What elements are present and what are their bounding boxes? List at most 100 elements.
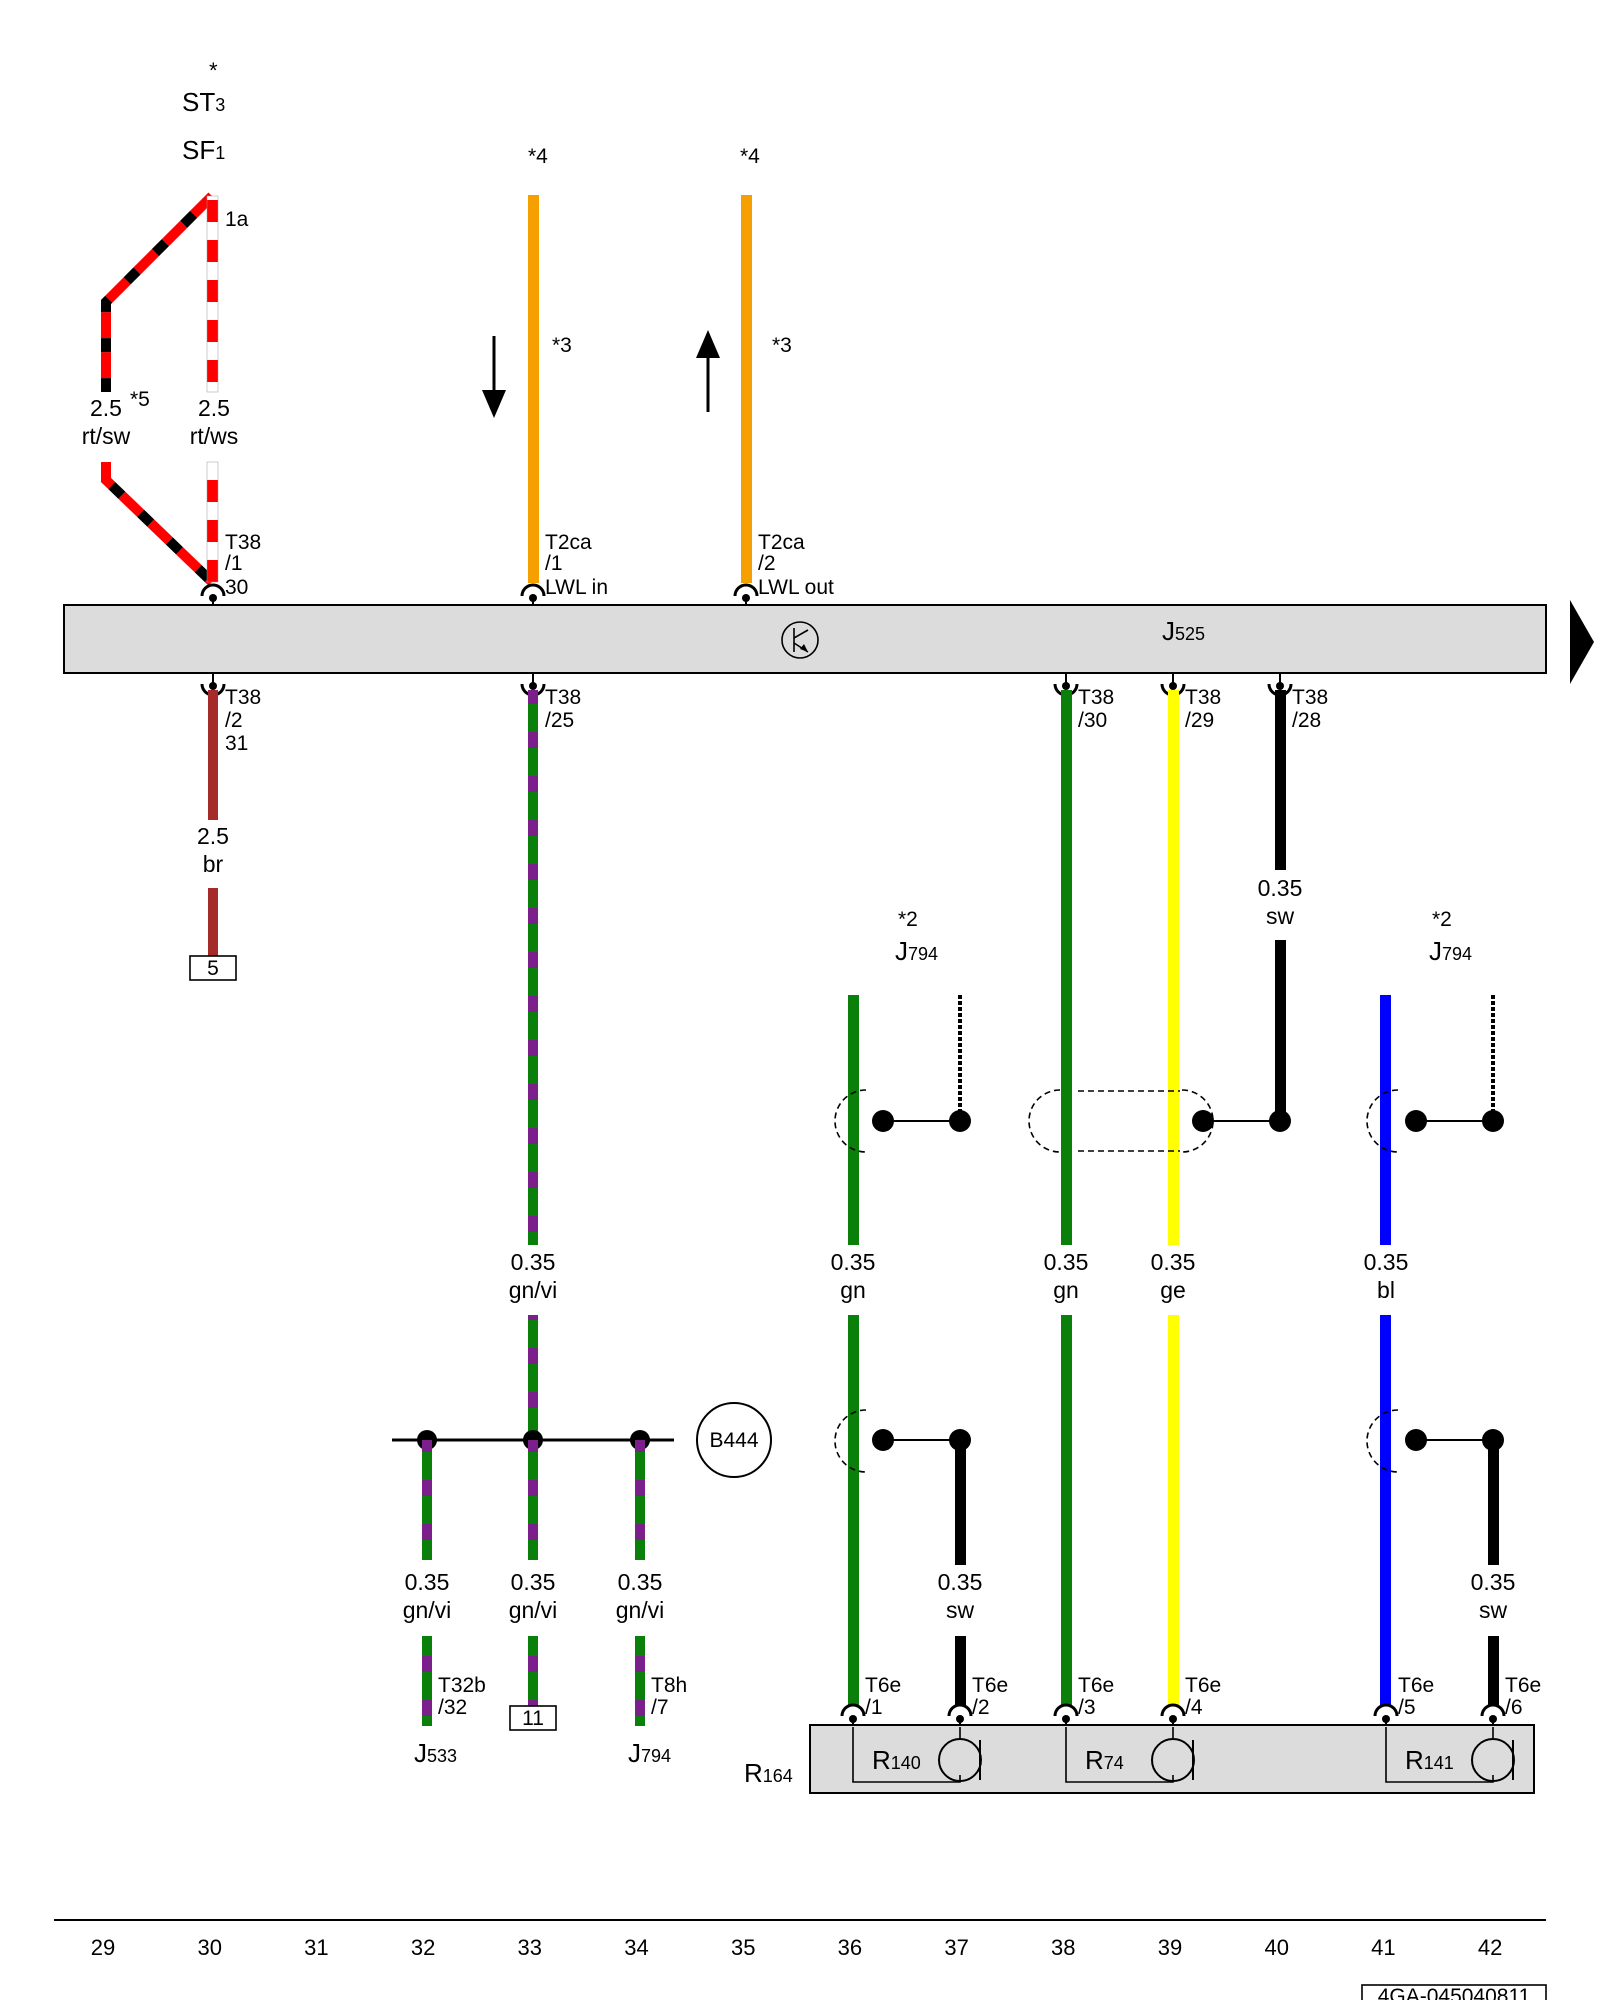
ref-box-label: 11 (522, 1707, 544, 1730)
wire-gn-vi (635, 1636, 645, 1726)
wire-size: 0.35 (938, 1569, 983, 1595)
shield-node (872, 1429, 894, 1451)
wire-color: bl (1377, 1277, 1395, 1303)
pin-label-1a: 1a (225, 208, 249, 231)
svg-text:/1: /1 (865, 1696, 883, 1719)
wire-color: gn (1053, 1277, 1079, 1303)
wire-gn (848, 995, 859, 1245)
shield-node (1482, 1110, 1504, 1132)
wire-gn (848, 1315, 859, 1705)
svg-text:/2: /2 (225, 709, 243, 732)
shield-symbol (834, 1089, 867, 1153)
control-module-j525 (63, 604, 1547, 674)
column-number: 39 (1158, 1935, 1182, 1960)
note-marker: *5 (130, 388, 150, 411)
wire-color: sw (1479, 1597, 1508, 1623)
note-marker: *2 (898, 908, 918, 931)
note-marker: *4 (528, 145, 548, 168)
svg-text:/2: /2 (972, 1696, 990, 1719)
connector-label: T8h (651, 1674, 687, 1697)
svg-text:/28: /28 (1292, 709, 1321, 732)
continuation-arrow-icon (1570, 600, 1594, 684)
column-number: 30 (197, 1935, 221, 1960)
column-number: 32 (411, 1935, 435, 1960)
wire-rt-sw-lower (101, 462, 216, 586)
wire-size: 0.35 (1258, 875, 1303, 901)
svg-text:LWL in: LWL in (545, 576, 608, 599)
svg-text:/3: /3 (1078, 1696, 1096, 1719)
wire-color: ge (1160, 1277, 1186, 1303)
column-number: 31 (304, 1935, 328, 1960)
arrow-up-icon (696, 330, 720, 412)
wire-size: 2.5 (198, 395, 230, 421)
wire-size: 0.35 (1044, 1249, 1089, 1275)
wire-color: sw (1266, 903, 1295, 929)
svg-text:/1: /1 (545, 552, 563, 575)
column-number: 33 (518, 1935, 542, 1960)
column-number: 42 (1478, 1935, 1502, 1960)
shield-symbol (1366, 1089, 1399, 1153)
ground-ref-circle (696, 1402, 772, 1478)
arrow-down-icon (482, 336, 506, 418)
wire-color: rt/sw (82, 423, 131, 449)
connector-symbol-icon (200, 583, 759, 606)
wire-size: 2.5 (197, 823, 229, 849)
column-number: 40 (1264, 1935, 1288, 1960)
svg-text:T2ca: T2ca (545, 531, 592, 554)
column-number: 37 (944, 1935, 968, 1960)
note-marker: *2 (1432, 908, 1452, 931)
svg-text:LWL out: LWL out (758, 576, 834, 599)
wire-gn-vi (528, 1315, 538, 1440)
wire-size: 0.35 (831, 1249, 876, 1275)
wire-size: 0.35 (1151, 1249, 1196, 1275)
column-number: 35 (731, 1935, 755, 1960)
fuse-carrier-label: ST3 (182, 87, 225, 117)
ground-ref-label: B444 (709, 1429, 758, 1452)
module-label: J525 (1162, 616, 1205, 646)
sensor-r140 (852, 1727, 982, 1783)
svg-text:T6e: T6e (1078, 1674, 1114, 1697)
wire-ge (1168, 1315, 1179, 1705)
svg-text:/2: /2 (758, 552, 776, 575)
svg-text:/5: /5 (1398, 1696, 1416, 1719)
component-label: R141 (1405, 1745, 1454, 1775)
connector-label: /32 (438, 1696, 467, 1719)
svg-text:/30: /30 (1078, 709, 1107, 732)
wire-color: gn/vi (616, 1597, 665, 1623)
column-number: 38 (1051, 1935, 1075, 1960)
sensor-r141 (1385, 1727, 1515, 1783)
note-marker: *3 (552, 334, 572, 357)
wire-size: 0.35 (405, 1569, 450, 1595)
wire-gn (1061, 1315, 1072, 1705)
component-label: R164 (744, 1758, 793, 1788)
wire-color: gn/vi (509, 1277, 558, 1303)
svg-text:T6e: T6e (1185, 1674, 1221, 1697)
svg-text:/25: /25 (545, 709, 574, 732)
wire-size: 2.5 (90, 395, 122, 421)
transistor-symbol-icon (781, 621, 819, 659)
connector-label: T38 /1 30 T2ca /1 LWL in T2ca /2 LWL out (225, 531, 834, 599)
svg-text:T38: T38 (225, 686, 261, 709)
wire-gn-vi (528, 1440, 538, 1560)
svg-text:T38: T38 (1292, 686, 1328, 709)
svg-text:/1: /1 (225, 552, 243, 575)
svg-text:T6e: T6e (865, 1674, 901, 1697)
connector-symbol-icon (200, 673, 1293, 697)
fuse-label: SF1 (182, 135, 225, 165)
column-number: 36 (838, 1935, 862, 1960)
note-marker: *3 (772, 334, 792, 357)
shield-node (1405, 1429, 1427, 1451)
wire-size: 0.35 (618, 1569, 663, 1595)
shield-symbol (1028, 1089, 1214, 1153)
wire-rt-sw-upper (101, 192, 216, 392)
svg-text:/4: /4 (1185, 1696, 1203, 1719)
connector-label: T32b (438, 1674, 486, 1697)
wire-lwl-out (741, 195, 752, 583)
connector-label: T38 /2 31 T38 /25 T38 /30 T38 /29 T38 /2… (225, 686, 1328, 755)
svg-text:T38: T38 (1078, 686, 1114, 709)
column-number: 34 (624, 1935, 648, 1960)
shield-node (1269, 1110, 1291, 1132)
shield-node (949, 1110, 971, 1132)
shield-node (1192, 1110, 1214, 1132)
